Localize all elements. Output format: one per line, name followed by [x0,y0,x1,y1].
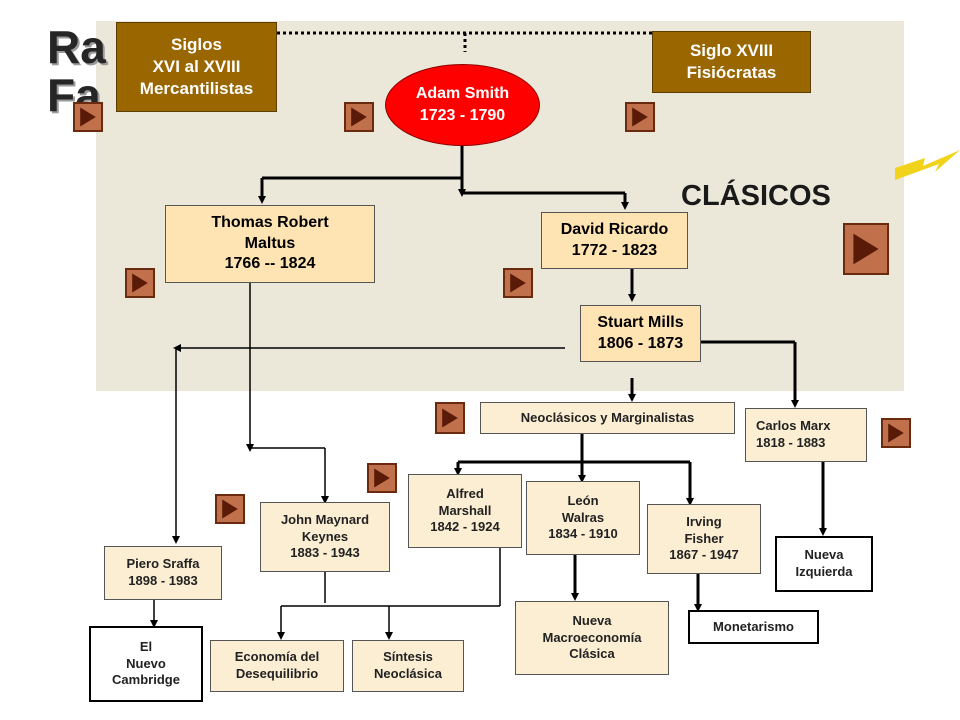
nueva-macro-line-2: Macroeconomía [542,629,642,645]
play-arrow-icon [80,107,96,127]
marx-box: Carlos Marx 1818 - 1883 [745,408,867,462]
marshall-line-2: Marshall [438,502,492,518]
nav-button-neoclasicos[interactable] [435,402,465,434]
nav-button-mercantilistas[interactable] [73,102,103,132]
lightning-bolt-icon [895,150,960,180]
sintesis-line-2: Neoclásica [374,666,442,681]
neoclasicos-box: Neoclásicos y Marginalistas [480,402,735,434]
malthus-line-1: Thomas Robert [211,213,329,231]
play-arrow-icon [888,423,904,443]
desequilibrio-box: Economía del Desequilibrio [210,640,344,692]
monetarismo-box: Monetarismo [688,610,819,644]
walras-line-1: León [567,492,599,508]
mercantilistas-line-1: Siglos [170,34,222,54]
walras-line-3: 1834 - 1910 [548,526,618,542]
ricardo-years: 1772 - 1823 [571,241,658,259]
marshall-line-1: Alfred [446,485,484,501]
keynes-box: John Maynard Keynes 1883 - 1943 [260,502,390,572]
sintesis-line-1: Síntesis [383,649,433,665]
mercantilistas-box: Siglos XVI al XVIII Mercantilistas [116,22,277,112]
fisher-line-2: Fisher [684,530,724,546]
ricardo-name: David Ricardo [560,220,669,238]
nav-button-marshall[interactable] [367,463,397,493]
mills-name: Stuart Mills [597,313,684,331]
desequilibrio-line-1: Economía del [234,649,320,665]
nueva-macro-line-1: Nueva [572,612,612,628]
marx-years: 1818 - 1883 [756,435,826,450]
walras-box: León Walras 1834 - 1910 [526,481,640,555]
marx-name: Carlos Marx [756,418,831,434]
malthus-box: Thomas Robert Maltus 1766 -- 1824 [165,205,375,283]
mercantilistas-line-2: XVI al XVIII [152,56,241,76]
nueva-macro-line-3: Clásica [569,646,615,662]
nav-button-marx[interactable] [881,418,911,448]
keynes-line-2: Keynes [301,528,349,544]
clasicos-heading: CLÁSICOS [681,180,831,212]
keynes-line-3: 1883 - 1943 [290,545,360,561]
play-arrow-icon [222,499,238,519]
cambridge-line-2: Nuevo [126,655,166,671]
cambridge-line-3: Cambridge [112,672,180,688]
adam-smith-years: 1723 - 1790 [419,107,506,124]
slide-title-line-1: Ra [47,21,106,73]
nav-button-keynes[interactable] [215,494,245,524]
play-arrow-icon [132,273,148,293]
fisiocratas-box: Siglo XVIII Fisiócratas [652,31,811,93]
sraffa-years: 1898 - 1983 [128,573,198,588]
nueva-izquierda-line-1: Nueva [804,547,844,563]
fisiocratas-line-2: Fisiócratas [686,63,777,82]
ricardo-box: David Ricardo 1772 - 1823 [541,212,688,269]
nueva-izquierda-line-2: Izquierda [795,564,853,579]
marshall-line-3: 1842 - 1924 [430,519,500,535]
desequilibrio-line-2: Desequilibrio [235,666,319,681]
fisher-line-1: Irving [686,513,722,529]
mercantilistas-line-3: Mercantilistas [139,79,254,99]
fisher-box: Irving Fisher 1867 - 1947 [647,504,761,574]
play-arrow-icon [632,107,648,127]
monetarismo-label: Monetarismo [713,618,794,634]
nav-button-malthus[interactable] [125,268,155,298]
nueva-macro-box: Nueva Macroeconomía Clásica [515,601,669,675]
cambridge-line-1: El [139,638,153,654]
fisher-line-3: 1867 - 1947 [669,547,739,563]
play-arrow-icon [351,107,367,127]
malthus-line-3: 1766 -- 1824 [224,255,316,273]
adam-smith-name: Adam Smith [415,85,510,103]
malthus-line-2: Maltus [244,234,296,252]
mills-years: 1806 - 1873 [597,334,684,352]
adam-smith-node: Adam Smith 1723 - 1790 [385,64,540,146]
keynes-line-1: John Maynard [280,511,370,527]
walras-line-2: Walras [561,509,605,525]
sintesis-box: Síntesis Neoclásica [352,640,464,692]
mills-box: Stuart Mills 1806 - 1873 [580,305,701,362]
nav-button-adam-smith[interactable] [344,102,374,132]
play-arrow-icon [374,468,390,488]
nav-button-clasicos[interactable] [843,223,889,275]
nueva-izquierda-box: Nueva Izquierda [775,536,873,592]
play-arrow-icon [510,273,526,293]
play-arrow-icon [853,233,879,265]
marshall-box: Alfred Marshall 1842 - 1924 [408,474,522,548]
sraffa-box: Piero Sraffa 1898 - 1983 [104,546,222,600]
sraffa-name: Piero Sraffa [126,556,200,572]
fisiocratas-line-1: Siglo XVIII [689,40,774,60]
cambridge-box: El Nuevo Cambridge [89,626,203,702]
nav-button-fisiocratas[interactable] [625,102,655,132]
play-arrow-icon [442,408,458,428]
neoclasicos-label: Neoclásicos y Marginalistas [520,409,695,425]
nav-button-ricardo[interactable] [503,268,533,298]
